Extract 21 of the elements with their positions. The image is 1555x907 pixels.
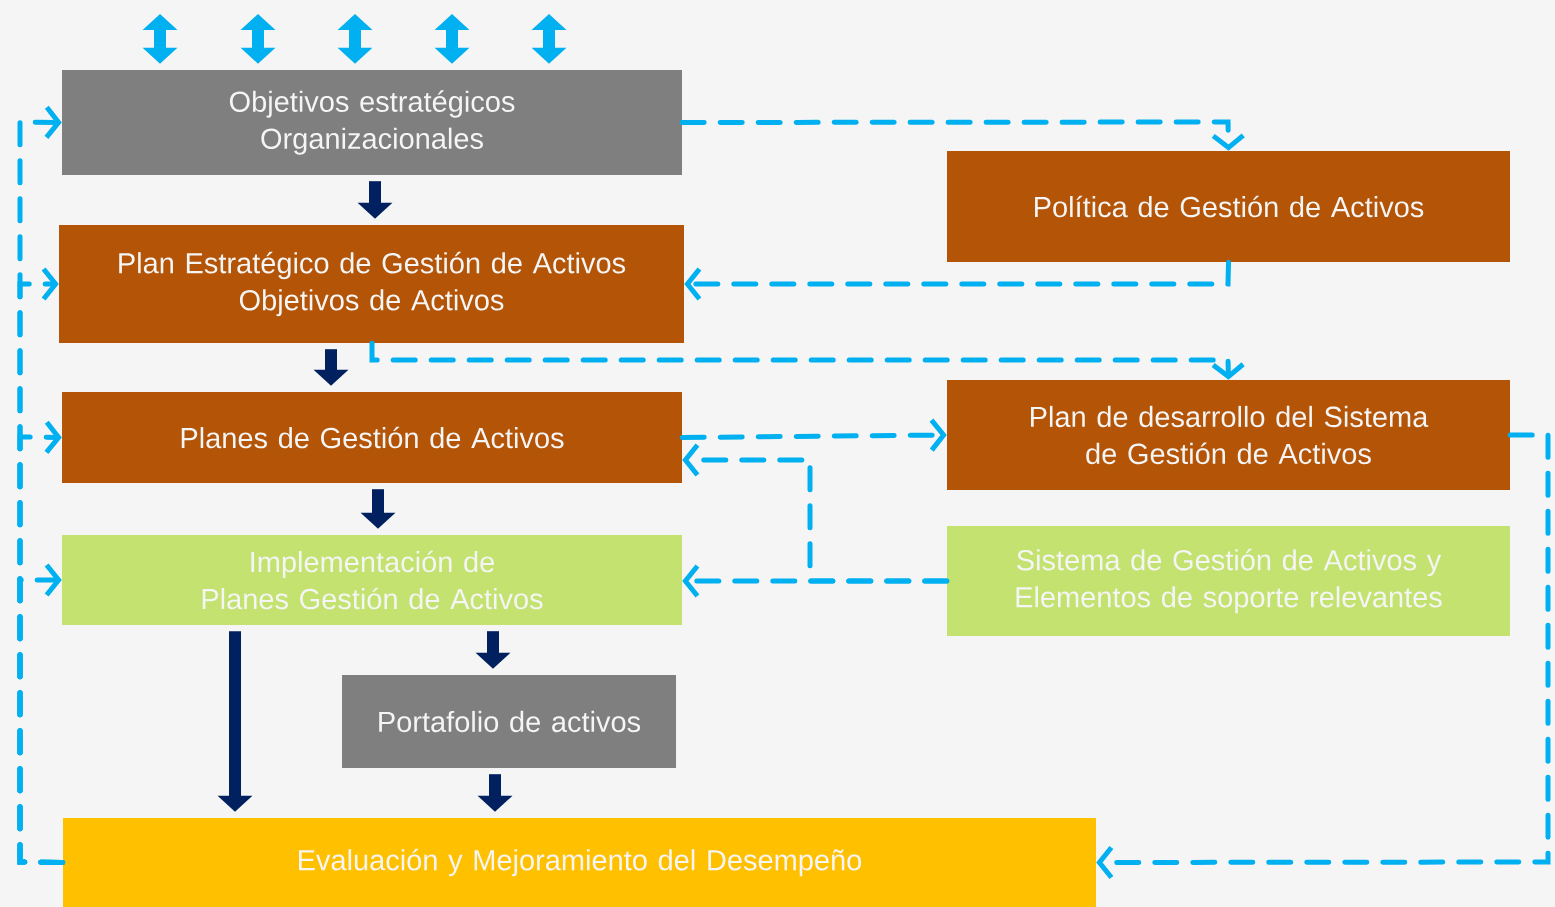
arrow: [531, 14, 567, 64]
process-box: Planes de Gestión de Activos: [62, 392, 682, 483]
process-box: Sistema de Gestión de Activos y Elementos de soporte relevantes: [947, 526, 1510, 636]
arrow: [142, 14, 178, 64]
arrow: [434, 14, 470, 64]
arrow: [369, 340, 1245, 380]
arrow: [240, 14, 276, 64]
process-box: Portafolio de activos: [342, 675, 676, 768]
process-box: Plan de desarrollo del Sistema de Gestión de Activos: [947, 380, 1510, 490]
process-box: Evaluación y Mejoramiento del Desempeño: [63, 818, 1096, 907]
arrow: [682, 443, 950, 584]
process-box: Política de Gestión de Activos: [947, 151, 1510, 262]
process-box: Plan Estratégico de Gestión de Activos Objetivos de Activos: [59, 225, 684, 343]
process-box: Objetivos estratégicos Organizacionales: [62, 70, 682, 175]
arrow: [17, 563, 66, 865]
arrow: [1096, 432, 1551, 880]
arrow: [337, 14, 373, 64]
process-box: Implementación de Planes Gestión de Activos: [62, 535, 682, 625]
arrow: [684, 259, 1231, 301]
arrow: [679, 119, 1245, 151]
arrow: [679, 418, 947, 452]
